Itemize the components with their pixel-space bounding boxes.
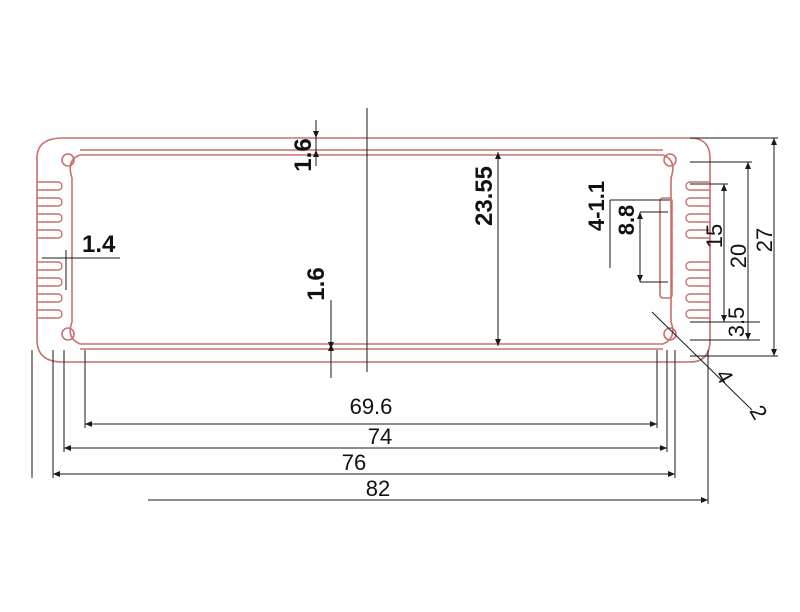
right-fin-groove: [685, 197, 710, 207]
dimension-arrowhead: [701, 497, 708, 503]
left-bottom-slot: [61, 327, 75, 341]
label-overall-height: 27: [752, 228, 777, 252]
label-chamfer-2: 2: [745, 401, 773, 424]
label-inner-width: 69.6: [350, 394, 393, 419]
left-fin-groove: [37, 293, 63, 303]
right-fin-groove: [685, 293, 710, 303]
left-fin-groove: [37, 229, 63, 239]
dimension-arrowhead: [721, 315, 727, 322]
dimension-arrowhead: [85, 421, 92, 427]
dimension-arrowhead: [313, 131, 319, 138]
right-fin-groove: [685, 229, 710, 239]
left-fin-groove: [37, 277, 63, 287]
dimension-arrowhead: [495, 152, 501, 159]
left-fin-groove: [37, 213, 63, 223]
right-fin-groove: [685, 261, 710, 271]
dimension-arrowhead: [668, 471, 675, 477]
dimension-labels: 69.6 74 76 82 23.55 1.6 1.6 1.4 4-1.1 8.…: [82, 138, 777, 501]
label-fin-thickness: 1.4: [82, 231, 116, 258]
label-overall-width: 82: [366, 476, 390, 501]
dimension-arrowhead: [64, 445, 71, 451]
label-slot-8-8: 8.8: [614, 205, 639, 236]
dimension-arrowhead: [637, 275, 643, 282]
profile-outline: [36, 137, 711, 363]
label-chamfer-4: 4: [711, 365, 739, 388]
dimension-arrowhead: [637, 212, 643, 219]
left-fin-groove: [37, 181, 63, 191]
label-height-20: 20: [726, 244, 751, 268]
left-fin-groove: [37, 309, 63, 319]
label-width-76: 76: [342, 450, 366, 475]
dimension-arrowhead: [328, 342, 334, 349]
right-fin-groove: [685, 309, 710, 319]
dimension-arrowhead: [53, 471, 60, 477]
label-top-wall: 1.6: [290, 138, 317, 171]
left-inner-wall: [69, 154, 81, 345]
left-fins: [37, 181, 63, 319]
right-rail-slot: [659, 197, 673, 299]
right-fin-groove: [685, 213, 710, 223]
label-holes: 4-1.1: [584, 181, 609, 231]
right-fin-groove: [685, 277, 710, 287]
left-top-slot: [61, 153, 75, 167]
right-top-slot: [663, 153, 677, 167]
dimension-arrowhead: [313, 150, 319, 157]
right-fin-groove: [685, 181, 710, 191]
dimension-arrowhead: [745, 162, 751, 169]
dimension-arrowhead: [771, 349, 777, 356]
label-inner-height: 23.55: [471, 166, 498, 226]
dimension-arrowhead: [650, 421, 657, 427]
dimension-arrowhead: [660, 445, 667, 451]
dimension-arrowhead: [745, 333, 751, 340]
dimension-arrowhead: [771, 138, 777, 145]
label-bottom-wall: 1.6: [303, 267, 330, 300]
label-height-15: 15: [702, 224, 727, 248]
label-width-74: 74: [368, 424, 392, 449]
dimension-arrows: [53, 131, 777, 503]
left-fin-groove: [37, 261, 63, 271]
outer-shell: [36, 137, 711, 363]
dimension-lines: [31, 108, 778, 504]
dimension-arrowhead: [721, 184, 727, 191]
dimension-arrowhead: [495, 339, 501, 346]
left-fin-groove: [37, 197, 63, 207]
right-bottom-slot: [663, 327, 677, 341]
label-height-3-5: 3.5: [724, 307, 749, 338]
right-fins: [685, 181, 710, 319]
chamfer-leader: [651, 311, 753, 411]
